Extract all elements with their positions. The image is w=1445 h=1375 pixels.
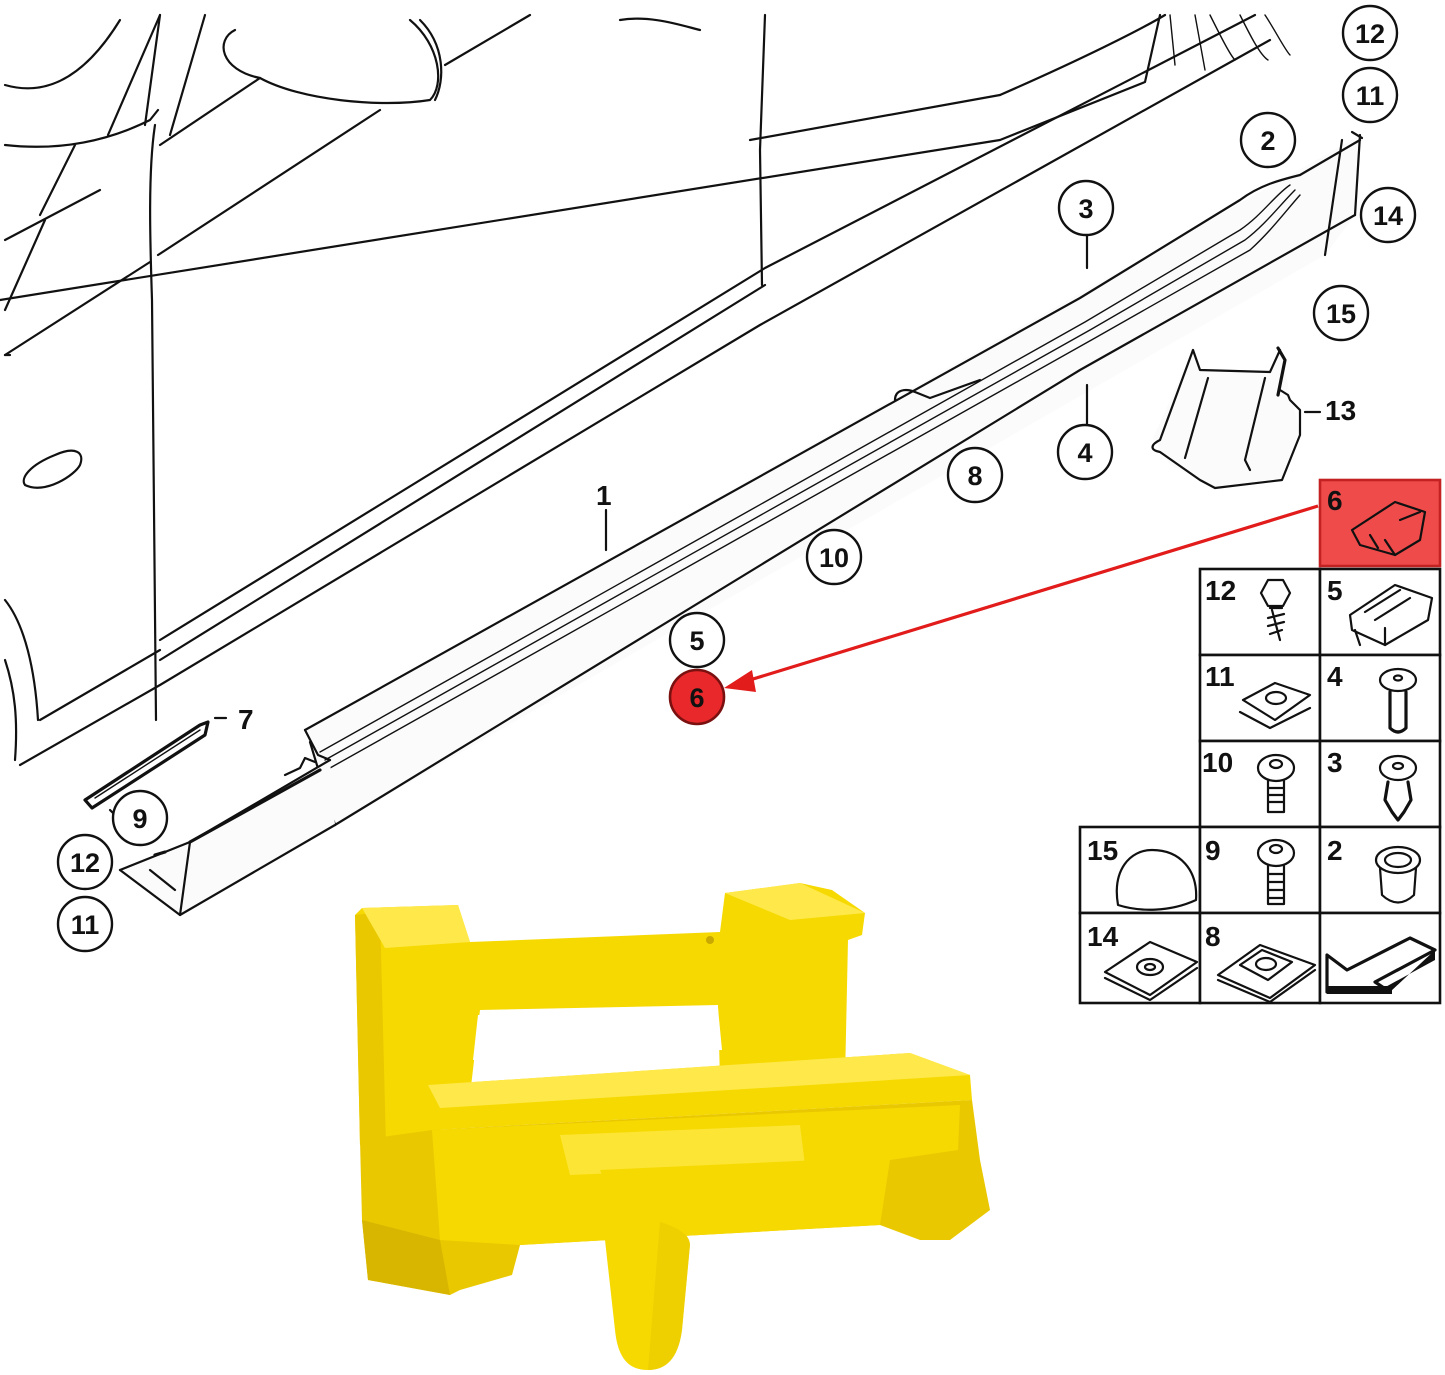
svg-text:14: 14 bbox=[1087, 921, 1119, 952]
svg-text:8: 8 bbox=[967, 461, 982, 491]
callout-15[interactable]: 15 bbox=[1312, 284, 1370, 342]
square-cage-nut-icon bbox=[1216, 943, 1317, 1004]
spring-nut-icon bbox=[1238, 681, 1312, 730]
part-13-bracket bbox=[1151, 345, 1322, 490]
clip-nut-icon bbox=[1103, 940, 1199, 1002]
svg-text:11: 11 bbox=[71, 910, 100, 940]
svg-text:5: 5 bbox=[689, 626, 704, 656]
svg-text:2: 2 bbox=[1260, 126, 1275, 156]
callout-5[interactable]: 5 bbox=[668, 611, 726, 669]
grid-cell-10[interactable]: 10 bbox=[1198, 739, 1322, 829]
label-1: 1 bbox=[596, 480, 612, 511]
leader-labels: 1 7 13 bbox=[238, 395, 1356, 735]
label-13: 13 bbox=[1325, 395, 1356, 426]
svg-text:12: 12 bbox=[70, 848, 100, 878]
svg-text:9: 9 bbox=[1205, 835, 1221, 866]
car-body-outline bbox=[0, 13, 1291, 767]
hex-screw-icon bbox=[1259, 578, 1292, 642]
svg-text:6: 6 bbox=[1327, 485, 1343, 516]
callout-3[interactable]: 3 bbox=[1057, 179, 1115, 237]
grid-cell-11[interactable]: 11 bbox=[1198, 653, 1322, 743]
callout-9[interactable]: 9 bbox=[111, 789, 169, 847]
callout-6-highlighted[interactable]: 6 bbox=[668, 668, 726, 726]
grid-cell-15[interactable]: 15 bbox=[1078, 825, 1202, 915]
svg-text:5: 5 bbox=[1327, 575, 1343, 606]
front-sill-bracket bbox=[118, 756, 337, 917]
callout-11-bottom[interactable]: 11 bbox=[56, 895, 114, 953]
product-photo-yellow-clip bbox=[355, 883, 990, 1370]
svg-text:15: 15 bbox=[1087, 835, 1118, 866]
callout-8[interactable]: 8 bbox=[946, 446, 1004, 504]
callouts: 12 11 2 3 14 15 4 8 bbox=[56, 4, 1417, 953]
svg-text:3: 3 bbox=[1078, 194, 1093, 224]
grid-cell-6[interactable]: 6 bbox=[1318, 478, 1442, 568]
svg-text:2: 2 bbox=[1327, 835, 1343, 866]
svg-text:12: 12 bbox=[1205, 575, 1236, 606]
svg-text:10: 10 bbox=[1202, 747, 1233, 778]
grommet-icon bbox=[1374, 845, 1422, 904]
svg-text:4: 4 bbox=[1077, 438, 1092, 468]
expanding-rivet-icon bbox=[1378, 667, 1418, 734]
grid-cell-2[interactable]: 2 bbox=[1318, 825, 1442, 915]
trim-clip-icon bbox=[1350, 500, 1427, 557]
svg-text:15: 15 bbox=[1326, 299, 1356, 329]
parts-legend-grid: 6 12 5 11 bbox=[1078, 478, 1442, 1005]
mounting-clip-icon bbox=[1348, 583, 1434, 647]
callout-14[interactable]: 14 bbox=[1359, 186, 1417, 244]
torx-bolt-icon bbox=[1256, 753, 1296, 814]
callout-10[interactable]: 10 bbox=[805, 528, 863, 586]
svg-text:4: 4 bbox=[1327, 661, 1343, 692]
callout-2[interactable]: 2 bbox=[1239, 111, 1297, 169]
push-rivet-icon bbox=[1378, 754, 1418, 822]
cap-plug-icon bbox=[1115, 848, 1198, 911]
svg-text:11: 11 bbox=[1205, 661, 1235, 692]
direction-arrow-icon bbox=[1325, 936, 1437, 994]
grid-cell-9[interactable]: 9 bbox=[1198, 825, 1322, 915]
grid-cell-3[interactable]: 3 bbox=[1318, 739, 1442, 829]
svg-text:8: 8 bbox=[1205, 921, 1221, 952]
callout-11-top[interactable]: 11 bbox=[1341, 66, 1399, 124]
svg-text:6: 6 bbox=[689, 683, 704, 713]
grid-cell-14[interactable]: 14 bbox=[1078, 911, 1202, 1005]
torx-screw-icon bbox=[1256, 838, 1296, 906]
svg-text:10: 10 bbox=[819, 543, 849, 573]
svg-text:9: 9 bbox=[132, 804, 147, 834]
callout-12-bottom[interactable]: 12 bbox=[56, 833, 114, 891]
highlight-arrow bbox=[724, 504, 1319, 692]
grid-cell-5[interactable]: 5 bbox=[1318, 567, 1442, 657]
grid-cell-12[interactable]: 12 bbox=[1198, 567, 1322, 657]
grid-cell-arrow[interactable] bbox=[1318, 911, 1442, 1005]
grid-cell-8[interactable]: 8 bbox=[1198, 911, 1322, 1005]
svg-text:12: 12 bbox=[1355, 19, 1385, 49]
svg-text:3: 3 bbox=[1327, 747, 1343, 778]
grid-cell-4[interactable]: 4 bbox=[1318, 653, 1442, 743]
side-skirt-panel bbox=[303, 130, 1364, 827]
callout-12-top[interactable]: 12 bbox=[1341, 4, 1399, 62]
label-7: 7 bbox=[238, 704, 254, 735]
svg-text:11: 11 bbox=[1356, 81, 1385, 111]
svg-text:14: 14 bbox=[1373, 201, 1403, 231]
callout-4[interactable]: 4 bbox=[1056, 423, 1114, 481]
